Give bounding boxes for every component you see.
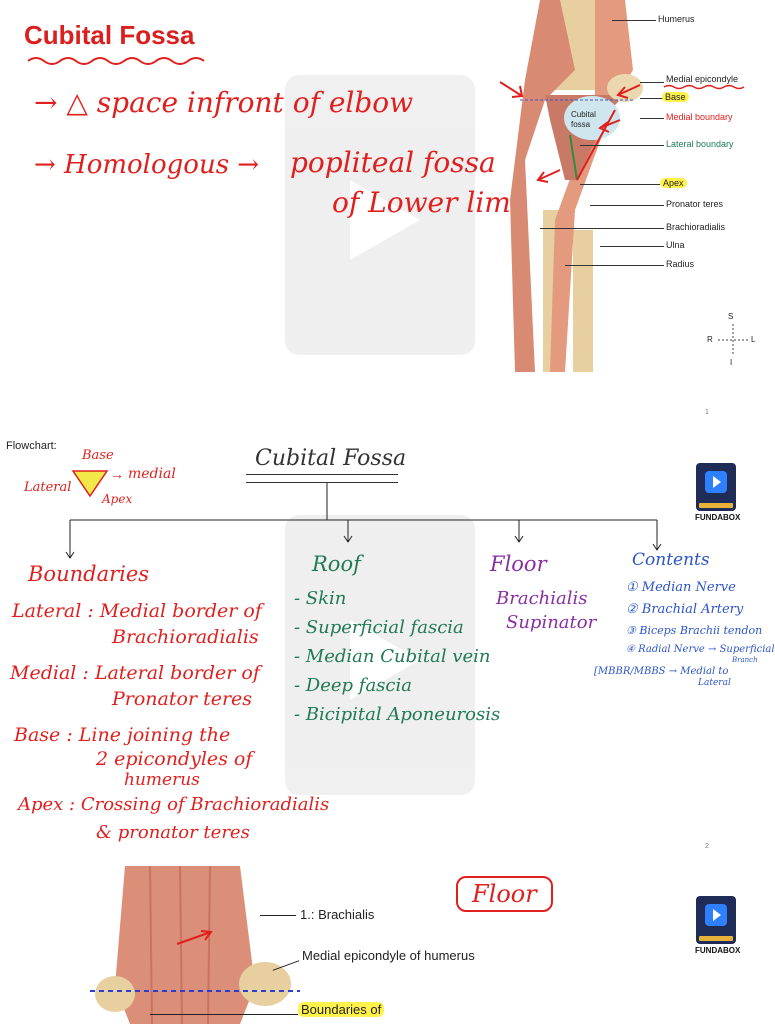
boundary-medial: Medial : Lateral border of [10,662,260,684]
fundabox-caption: FUNDABOX [695,513,741,522]
mini-base-label: Base [82,448,114,463]
leader-medial-epicondyle [640,82,664,83]
title-squiggle [27,57,205,65]
page-number-2: 2 [705,843,709,850]
leader-boundaries [150,1014,298,1015]
boundary-apex-2: & pronator teres [96,822,250,843]
compass-l: L [751,335,756,344]
label-medial-epicondyle-humerus: Medial epicondyle of humerus [302,948,475,963]
leader-brachioradialis [540,228,664,229]
brachialis-illustration [90,865,300,1024]
annotation-arrows [499,81,641,183]
roof-item: - Median Cubital vein [294,646,491,667]
contents-item: ④ Radial Nerve → Superficial [626,644,775,655]
mini-medial-arrow-icon: → [110,466,124,482]
root-rule-2 [246,482,398,483]
label-apex-text: Apex [660,178,687,188]
boundary-base: Base : Line joining the [14,724,231,746]
slide-2: Flowchart: Base medial Lateral Apex → Cu… [0,430,775,850]
leader-brachialis [260,915,296,916]
root-rule-1 [246,474,398,475]
watermark-book-icon [285,75,475,355]
page-number-1: 1 [705,409,709,416]
label-base: Base [662,92,689,102]
mini-triangle-icon [71,470,109,498]
label-lateral-boundary: Lateral boundary [666,139,734,149]
note-space-infront: → △ space infront of elbow [34,86,414,119]
boundary-apex: Apex : Crossing of Brachioradialis [18,794,330,815]
leader-base [640,98,664,99]
roof-list: - Skin - Superficial fascia - Median Cub… [294,588,500,733]
label-medial-epicondyle: Medial epicondyle [666,74,739,84]
roof-item: - Deep fascia [294,675,412,696]
red-check-arrow-icon [176,930,213,945]
flowchart-label: Flowchart: [6,440,57,452]
leader-humerus [612,20,656,21]
boundary-lateral: Lateral : Medial border of [12,600,262,622]
roof-item: - Skin [294,588,347,609]
fundabox-logo-2: FUNDABOX [695,896,741,955]
label-boundaries-of: Boundaries of [298,1002,385,1017]
contents-item: ③ Biceps Brachii tendon [626,624,763,637]
cubital-fossa-inner-label: Cubital fossa [571,110,596,129]
label-medial-boundary: Medial boundary [666,112,733,122]
boundary-medial-2: Pronator teres [112,688,253,710]
contents-mnemonic-2: Lateral [698,678,731,688]
boundary-base-2: 2 epicondyles of [96,748,253,770]
fundabox-book-icon-2 [696,896,736,944]
leader-radius [565,265,664,266]
compass-s: S [728,312,734,321]
fundabox-book-icon [696,463,736,511]
roof-item: - Bicipital Aponeurosis [294,704,501,725]
label-base-text: Base [662,92,689,102]
compass-i: I [730,358,733,367]
label-brachialis: 1.: Brachialis [300,907,375,922]
label-brachioradialis: Brachioradialis [666,222,726,232]
floor-item-brachialis: Brachialis [496,588,588,609]
leader-ulna [600,246,664,247]
boundary-base-3: humerus [124,770,200,790]
roof-heading: Roof [312,552,361,576]
watermark-book-icon-2 [285,515,475,795]
boundaries-heading: Boundaries [28,562,150,586]
mini-lateral-label: Lateral [24,480,72,495]
mini-medial-label: medial [128,466,176,482]
note-lower-limb: of Lower limb [332,186,529,219]
slide-3: 1.: Brachialis Medial epicondyle of hume… [0,865,768,1024]
fundabox-logo: FUNDABOX [695,463,741,522]
label-apex: Apex [660,178,687,188]
boundary-lateral-2: Brachioradialis [112,626,259,648]
leader-lateral-boundary [580,145,664,146]
label-boundaries-of-text: Boundaries of [298,1002,385,1017]
floor-heading: Floor [490,552,547,576]
compass-r: R [707,335,713,344]
note-popliteal: popliteal fossa [290,146,496,179]
label-ulna: Ulna [666,240,685,250]
label-pronator-teres: Pronator teres [666,199,724,209]
mini-apex-label: Apex [102,492,133,506]
contents-mnemonic: [MBBR/MBBS → Medial to [594,666,729,677]
contents-branch: Branch [732,656,758,664]
contents-item: ① Median Nerve [626,580,736,595]
fundabox-caption-2: FUNDABOX [695,946,741,955]
label-radius: Radius [666,259,695,269]
tree-connectors [65,483,662,559]
contents-item: ② Brachial Artery [626,602,744,617]
floor-boxed-note: Floor [456,876,553,912]
note-homologous: → Homologous → [34,150,260,180]
label-humerus: Humerus [658,14,695,24]
medial-epicondyle-underline [663,84,745,90]
contents-heading: Contents [632,550,710,570]
page-title: Cubital Fossa [24,20,195,50]
compass-cross-icon [718,324,748,356]
leader-apex [580,184,660,185]
leader-medial-boundary [640,118,664,119]
floor-item-supinator: Supinator [506,612,597,633]
root-node-cubital-fossa: Cubital Fossa [255,446,407,471]
roof-item: - Superficial fascia [294,617,464,638]
slide-1: Cubital Fossa → △ space infront of elbow… [0,0,768,372]
leader-pronator-teres [590,205,664,206]
